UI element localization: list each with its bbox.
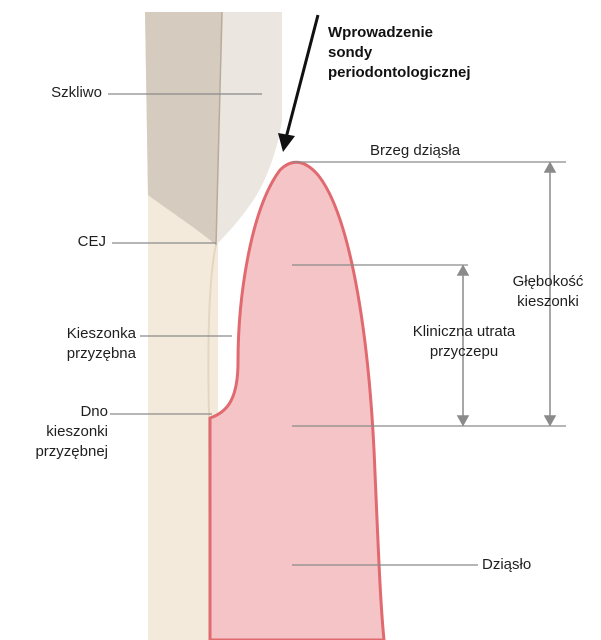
gingiva-shape [210, 162, 384, 640]
label-probe: Wprowadzenie sondy periodontologicznej [328, 23, 528, 83]
label-pocket-depth: Głębokość kieszonki [500, 272, 596, 312]
attachment-loss-arrow-bottom [458, 416, 468, 425]
tooth-root [148, 195, 218, 640]
label-pocket-base: Dno kieszonki przyzębnej [4, 402, 108, 462]
label-enamel: Szkliwo [10, 83, 102, 103]
probe-arrow-head [278, 133, 295, 152]
label-sulcus: Kieszonka przyzębna [4, 324, 136, 364]
label-gingiva: Dziąsło [482, 555, 562, 575]
label-attachment-loss: Kliniczna utrata przyczepu [384, 322, 544, 362]
label-cej: CEJ [10, 232, 106, 252]
pocket-depth-arrow-bottom [545, 416, 555, 425]
probe-arrow-line [286, 15, 318, 138]
pocket-depth-arrow-top [545, 163, 555, 172]
attachment-loss-arrow-top [458, 266, 468, 275]
label-gingival-margin: Brzeg dziąsła [370, 141, 520, 161]
